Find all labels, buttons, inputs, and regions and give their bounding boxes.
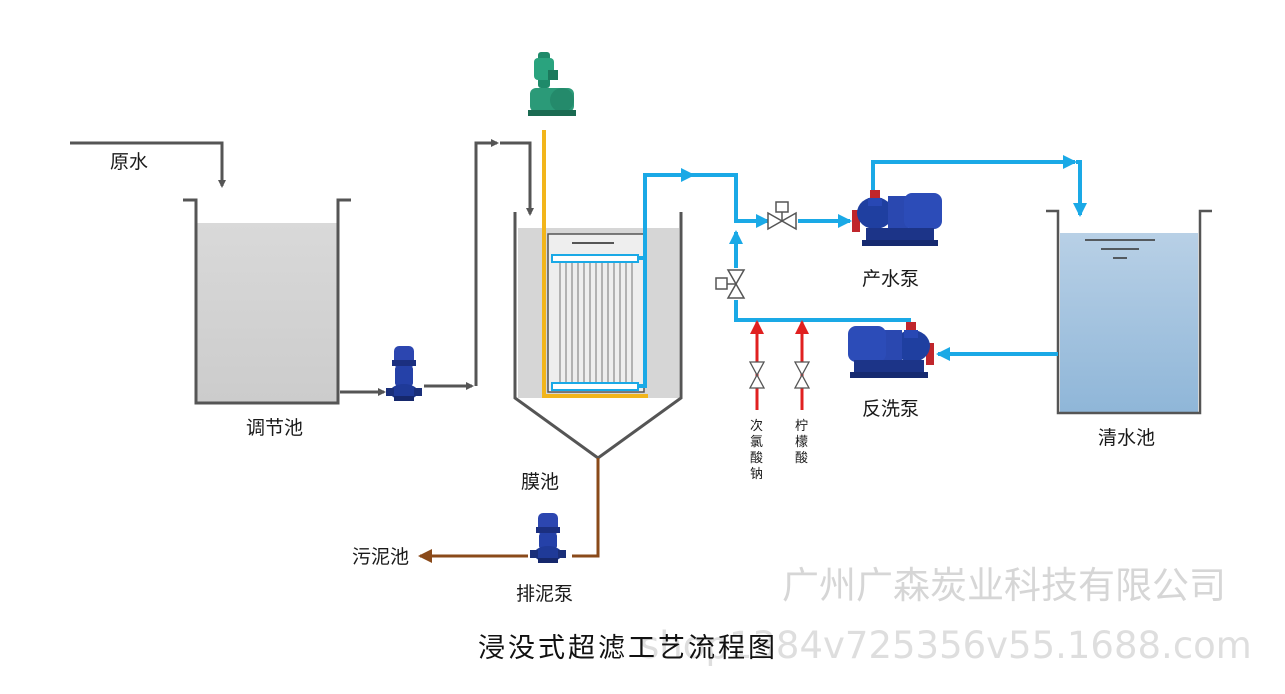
lift-pump-icon xyxy=(386,346,422,401)
backwash-pump-label: 反洗泵 xyxy=(862,398,919,420)
raw-water-label: 原水 xyxy=(110,151,148,173)
equalization-tank-label: 调节池 xyxy=(246,417,303,439)
clear-water-tank xyxy=(1046,209,1212,415)
backwash-discharge-line xyxy=(734,300,911,322)
blower-icon xyxy=(528,52,576,116)
product-pump-label: 产水泵 xyxy=(862,268,919,290)
sludge-drain-line xyxy=(572,458,600,558)
sludge-tank-label: 污泥池 xyxy=(352,546,409,568)
membrane-tank-label: 膜池 xyxy=(521,471,559,493)
watermark-company: 广州广森炭业科技有限公司 xyxy=(782,564,1226,607)
backwash-valve-icon xyxy=(715,269,746,299)
citric-label-2: 檬 xyxy=(795,435,808,450)
membrane-feed-line xyxy=(500,141,534,216)
citric-valve-icon xyxy=(793,361,811,389)
sludge-pump-icon xyxy=(530,513,566,563)
backwash-pump-icon xyxy=(848,322,934,378)
clear-water-tank-label: 清水池 xyxy=(1098,427,1155,449)
hypochlorite-label-3: 酸 xyxy=(750,451,763,466)
product-pump-icon xyxy=(852,190,942,246)
watermark-url: shop1384v725356v55.1688.com xyxy=(640,624,1252,667)
aeration-air-line xyxy=(542,130,648,398)
hypochlorite-label-2: 氯 xyxy=(750,435,763,450)
sludge-pump-label: 排泥泵 xyxy=(516,583,573,605)
hypochlorite-valve-icon xyxy=(748,361,766,389)
citric-label-1: 柠 xyxy=(795,419,808,434)
citric-label-3: 酸 xyxy=(795,451,808,466)
permeate-line xyxy=(638,168,695,388)
product-water-inlet-line xyxy=(1073,160,1087,217)
permeate-to-valve-line xyxy=(690,173,770,228)
hypochlorite-label-4: 钠 xyxy=(750,467,763,482)
hypochlorite-label-1: 次 xyxy=(750,418,763,434)
equalization-tank xyxy=(183,198,351,405)
diagram-title: 浸没式超滤工艺流程图 xyxy=(478,633,778,664)
product-water-line xyxy=(871,155,1077,190)
raw-water-inlet-line xyxy=(70,141,226,188)
product-valve-icon xyxy=(767,201,797,231)
riser-line xyxy=(474,139,499,386)
membrane-module xyxy=(547,233,645,393)
